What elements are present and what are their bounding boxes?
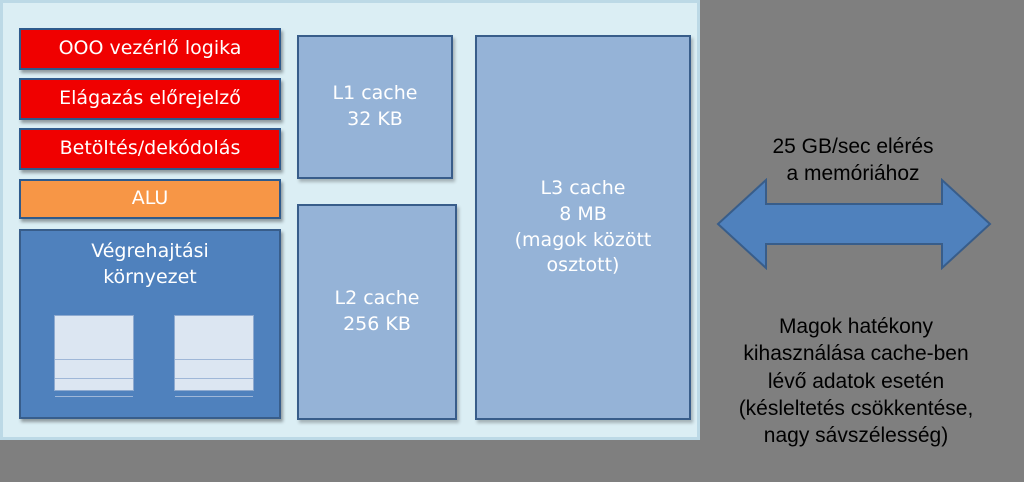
execution-context-block: Végrehajtási környezet [19, 229, 281, 419]
register-file-icon [54, 315, 134, 398]
l3-cache-block: L3 cache 8 MB (magok között osztott) [475, 35, 691, 420]
double-arrow-icon [716, 178, 992, 270]
ooo-control-logic-block: OOO vezérlő logika [19, 28, 281, 70]
fetch-decode-block: Betöltés/dekódolás [19, 128, 281, 170]
processor-chip: OOO vezérlő logika Elágazás előrejelző B… [0, 0, 700, 440]
l1-cache-block: L1 cache 32 KB [297, 35, 453, 179]
alu-block: ALU [19, 179, 281, 219]
register-file-icon [174, 315, 254, 398]
cache-efficiency-note: Magok hatékony kihasználása cache-ben lé… [738, 315, 974, 448]
execution-context-label: Végrehajtási környezet [91, 240, 209, 288]
branch-predictor-block: Elágazás előrejelző [19, 78, 281, 120]
memory-bandwidth-label: 25 GB/sec elérés a memóriához [772, 135, 934, 186]
l2-cache-block: L2 cache 256 KB [297, 204, 457, 420]
